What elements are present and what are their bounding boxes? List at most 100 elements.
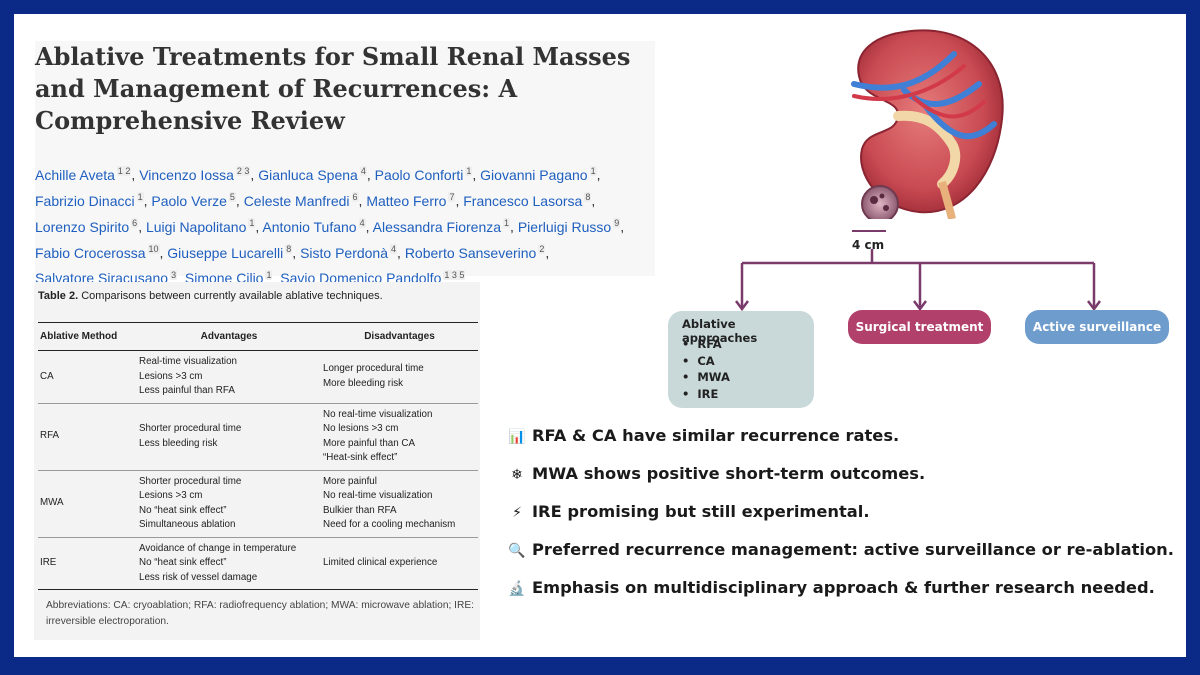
- finding-text: IRE promising but still experimental.: [532, 502, 870, 521]
- tumor: [861, 185, 899, 219]
- author-separator: ,: [177, 270, 185, 287]
- table-caption: Table 2. Comparisons between currently a…: [38, 290, 383, 302]
- column-header-method: Ablative Method: [38, 322, 137, 351]
- author-affiliation: 8: [285, 243, 293, 254]
- disadvantage-item: Bulkier than RFA: [323, 504, 397, 516]
- author-affiliation: 3: [170, 269, 178, 280]
- author-name-link[interactable]: Vincenzo Iossa: [139, 166, 234, 183]
- author-affiliation: 1: [248, 217, 256, 228]
- cell-method: IRE: [38, 537, 137, 590]
- author-name-link[interactable]: Matteo Ferro: [366, 192, 447, 209]
- author-separator: ,: [455, 192, 464, 209]
- author-name-link[interactable]: Antonio Tufano: [262, 218, 357, 235]
- author-name-link[interactable]: Paolo Verze: [151, 192, 227, 209]
- author-name-link[interactable]: Fabio Crocerossa: [35, 244, 146, 261]
- disadvantage-item: More painful than CA: [323, 437, 416, 449]
- lightning-icon: ⚡: [512, 505, 522, 521]
- author-name-link[interactable]: Giovanni Pagano: [480, 166, 588, 183]
- author-affiliation: 1: [465, 166, 473, 176]
- author-affiliation: 1: [503, 217, 511, 228]
- author-affiliation: 1 2: [116, 166, 132, 176]
- paper-header: Ablative Treatments for Small Renal Mass…: [35, 41, 655, 286]
- author-affiliation: 6: [351, 191, 359, 202]
- author-affiliation: 9: [613, 217, 621, 228]
- snowflake-icon: ❄: [511, 467, 523, 483]
- finding-mwa: ❄MWA shows positive short-term outcomes.: [506, 464, 925, 483]
- author-name-link[interactable]: Alessandra Fiorenza: [372, 218, 502, 235]
- author-separator: ,: [596, 166, 601, 183]
- author-separator: ,: [250, 166, 259, 183]
- author-affiliation: 1 3 5: [443, 269, 466, 280]
- author-name-link[interactable]: Roberto Sanseverino: [404, 244, 537, 261]
- author-name-link[interactable]: Celeste Manfredi: [243, 192, 350, 209]
- author-separator: ,: [292, 244, 301, 261]
- author-affiliation: 4: [359, 166, 367, 176]
- author-separator: ,: [591, 192, 596, 209]
- author-name-link[interactable]: Paolo Conforti: [374, 166, 464, 183]
- column-header-disadvantages: Disadvantages: [321, 322, 478, 351]
- author-separator: ,: [131, 166, 140, 183]
- surgical-treatment-pill: Surgical treatment: [848, 310, 991, 344]
- author-name-link[interactable]: Gianluca Spena: [258, 166, 358, 183]
- author-name-link[interactable]: Sisto Perdonà: [300, 244, 389, 261]
- author-separator: ,: [620, 218, 625, 235]
- advantage-item: Shorter procedural time: [139, 475, 242, 487]
- author-separator: ,: [255, 218, 263, 235]
- author-name-link[interactable]: Francesco Lasorsa: [463, 192, 583, 209]
- cell-method: RFA: [38, 403, 137, 471]
- author-separator: ,: [472, 166, 481, 183]
- advantage-item: Real-time visualization: [139, 356, 238, 367]
- advantage-item: Shorter procedural time: [139, 423, 242, 434]
- finding-text: Emphasis on multidisciplinary approach &…: [532, 578, 1155, 597]
- author-separator: ,: [143, 192, 152, 209]
- renal-pelvis: [893, 110, 961, 189]
- author-affiliation: 7: [448, 191, 456, 202]
- author-name-link[interactable]: Giuseppe Lucarelli: [167, 244, 284, 261]
- disadvantage-item: More painful: [323, 475, 377, 487]
- author-separator: ,: [366, 166, 375, 183]
- ablative-item: RFA: [682, 336, 730, 353]
- table-header-row: Ablative Method Advantages Disadvantages: [38, 322, 478, 351]
- finding-text: Preferred recurrence management: active …: [532, 540, 1174, 559]
- author-name-link[interactable]: Luigi Napolitano: [145, 218, 247, 235]
- finding-ire: ⚡ IRE promising but still experimental.: [506, 502, 870, 521]
- ablative-item: IRE: [682, 386, 730, 403]
- ablative-item: MWA: [682, 369, 730, 386]
- author-affiliation: 6: [131, 217, 139, 228]
- kidney-tumor-illustration: [851, 29, 1004, 219]
- author-name-link[interactable]: Achille Aveta: [35, 166, 115, 183]
- author-name-link[interactable]: Pierluigi Russo: [517, 218, 612, 235]
- author-name-link[interactable]: Lorenzo Spirito: [35, 218, 130, 235]
- renal-artery: [852, 64, 986, 119]
- disadvantage-item: No real-time visualization: [323, 490, 433, 501]
- author-separator: ,: [138, 218, 146, 235]
- cell-method: MWA: [38, 470, 137, 538]
- author-affiliation: 1: [265, 269, 273, 280]
- microscope-icon: 🔬: [508, 581, 526, 597]
- advantage-item: Simultaneous ablation: [139, 519, 236, 530]
- author-name-link[interactable]: Fabrizio Dinacci: [35, 192, 135, 209]
- ablative-approaches-box: Ablative approaches RFA CA MWA IRE: [668, 311, 814, 408]
- author-affiliation: 2 3: [235, 166, 251, 176]
- author-affiliation: 4: [390, 243, 398, 254]
- paper-title: Ablative Treatments for Small Renal Mass…: [35, 42, 631, 135]
- author-separator: ,: [365, 218, 373, 235]
- author-affiliation: 1: [136, 191, 144, 202]
